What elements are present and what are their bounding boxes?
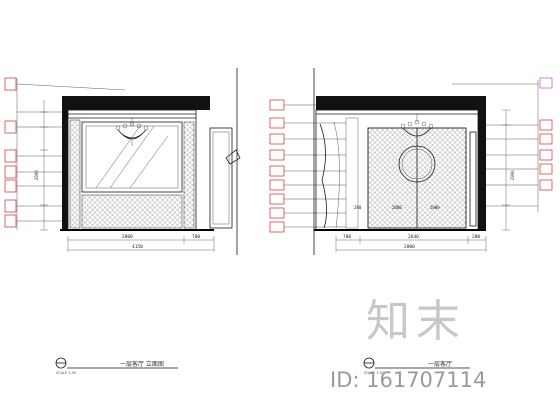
side-dim-label: 2900 bbox=[34, 170, 39, 180]
right-tag-column bbox=[452, 77, 553, 212]
inner-dim-label: 2000 bbox=[392, 205, 402, 210]
tag-box bbox=[539, 119, 553, 131]
right-bottom-dimension: 700 2640 200 2800 bbox=[335, 234, 487, 252]
elevation-title: 一层客厅 bbox=[428, 360, 452, 368]
watermark-logo-text: 知末 bbox=[366, 296, 466, 347]
dim-label: 2800 bbox=[404, 244, 415, 250]
dim-label: 4150 bbox=[132, 244, 143, 250]
wainscot-panel bbox=[81, 194, 183, 229]
left-title-block: 一层客厅 立面图 SCALE 1:50 bbox=[55, 357, 178, 375]
dim-label: 700 bbox=[343, 234, 351, 240]
tag-box bbox=[4, 149, 17, 163]
dim-label: 2640 bbox=[408, 234, 419, 240]
dim-label: 700 bbox=[192, 234, 200, 240]
left-pilaster bbox=[69, 119, 81, 229]
inner-dim-label: 280 bbox=[354, 205, 362, 210]
elevation-title: 一层客厅 立面图 bbox=[120, 360, 164, 368]
tag-box bbox=[269, 117, 285, 129]
tag-box bbox=[539, 179, 553, 191]
dim-label: 200 bbox=[472, 234, 480, 240]
left-elevation: 2900 bbox=[4, 68, 241, 375]
right-left-tag-column bbox=[269, 99, 346, 233]
tag-box bbox=[4, 77, 17, 91]
watermark-id: ID: 161707114 bbox=[330, 368, 486, 392]
tag-box bbox=[4, 165, 17, 179]
left-side-dimension: 2900 bbox=[34, 100, 48, 231]
ceiling-slab bbox=[316, 96, 486, 110]
left-tag-column bbox=[4, 77, 126, 230]
tag-box bbox=[539, 149, 553, 161]
tag-box bbox=[269, 221, 285, 233]
right-wall bbox=[478, 96, 486, 230]
side-dim-label: 2900 bbox=[510, 170, 515, 180]
ceiling-slab bbox=[62, 96, 210, 110]
tag-box bbox=[4, 214, 17, 228]
watermark: 知末 ID: 161707114 bbox=[330, 296, 486, 392]
left-wall bbox=[62, 96, 68, 230]
tag-box bbox=[269, 207, 285, 219]
dim-label: 2800 bbox=[122, 234, 133, 240]
curtain-drape bbox=[319, 123, 327, 229]
medallion-icon bbox=[398, 145, 436, 183]
tag-box bbox=[269, 179, 285, 191]
tag-box bbox=[539, 77, 553, 89]
tag-box bbox=[269, 165, 285, 177]
side-column bbox=[345, 117, 359, 229]
tag-box bbox=[269, 149, 285, 161]
tag-box bbox=[539, 163, 553, 175]
tag-box bbox=[269, 133, 285, 145]
door-handle-icon bbox=[225, 149, 241, 165]
inner-dim-label: 2000 bbox=[430, 205, 440, 210]
left-bottom-dimension: 2800 700 4150 bbox=[67, 234, 215, 252]
right-elevation: 280 2000 2000 bbox=[269, 68, 553, 375]
right-title-block: 一层客厅 SCALE 1:50 bbox=[363, 357, 470, 375]
right-pilaster bbox=[183, 121, 195, 229]
tag-box bbox=[539, 133, 553, 145]
tag-box bbox=[4, 120, 17, 134]
right-beam bbox=[198, 96, 210, 110]
tag-box bbox=[269, 193, 285, 205]
right-side-dimension: 2900 bbox=[502, 109, 515, 231]
tag-box bbox=[4, 179, 17, 193]
tag-box bbox=[269, 99, 285, 111]
tag-box bbox=[4, 199, 17, 213]
right-pilaster bbox=[469, 131, 477, 227]
chandelier-icon bbox=[400, 114, 434, 137]
elevation-subtitle: SCALE 1:50 bbox=[56, 371, 76, 375]
chandelier-icon bbox=[115, 118, 149, 146]
elevation-subtitle: SCALE 1:50 bbox=[364, 371, 384, 375]
side-door bbox=[209, 127, 233, 229]
